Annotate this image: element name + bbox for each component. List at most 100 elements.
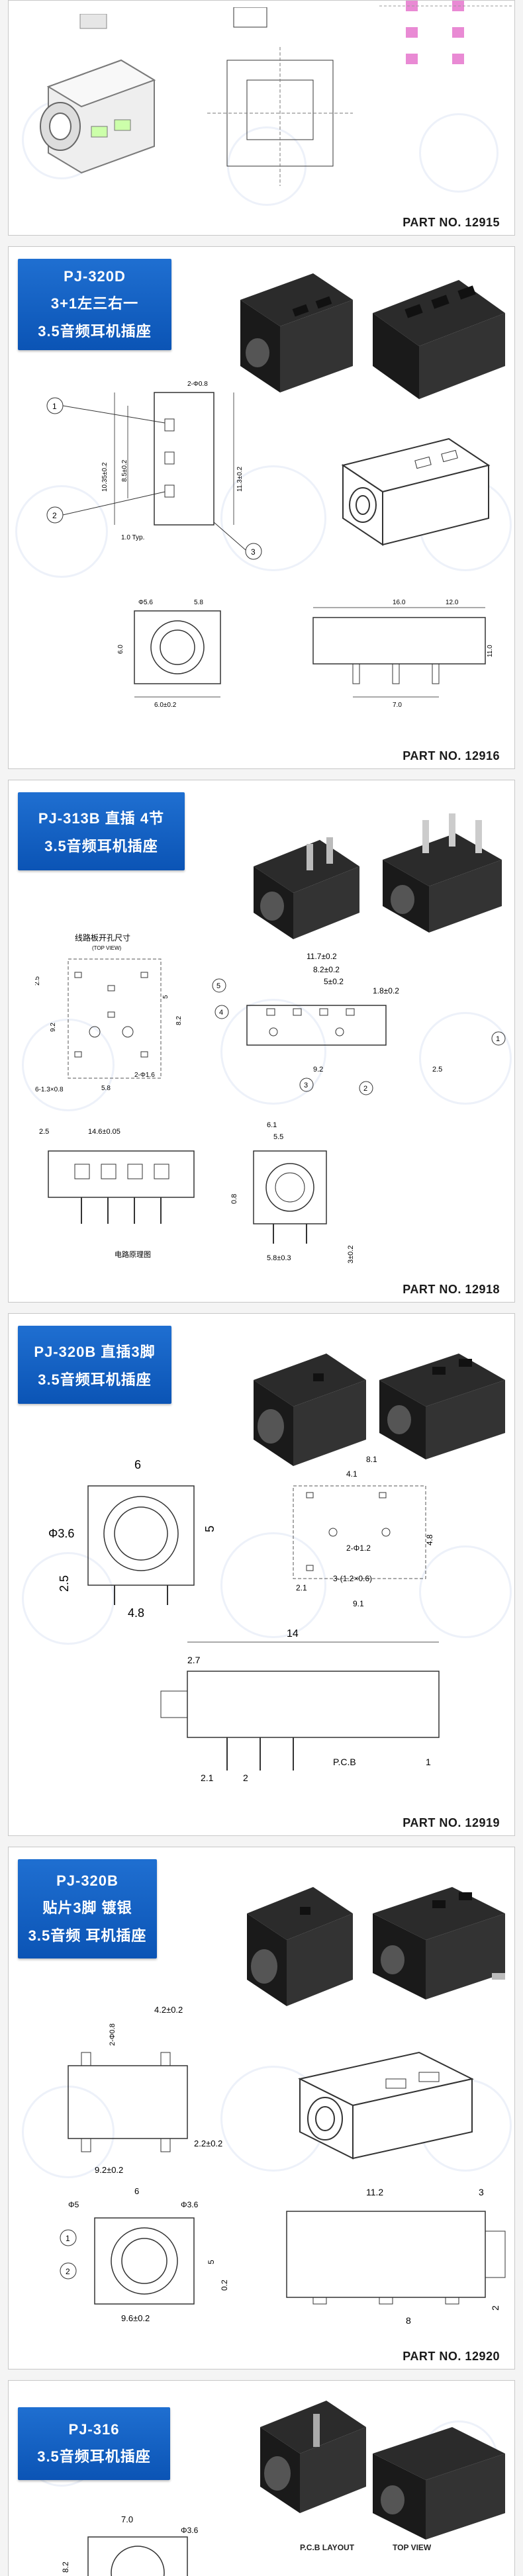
product-photo [254,1354,366,1466]
side-view-drawing: 11.2 3 8 2 [286,2187,506,2326]
dimension-label: 5.8 [194,599,203,606]
dimension-label: 11.7±0.2 [307,952,337,961]
section-12915: PART NO. 12915 [8,0,515,236]
dimension-label: 6.0 [117,645,124,654]
dimension-label: 10.35±0.2 [101,462,109,492]
dimension-label: 9.2 [313,1066,323,1074]
dimension-label: 4.1 [346,1469,357,1479]
title-line: 3.5音频耳机插座 [38,1371,152,1388]
product-photo [40,14,156,174]
dimension-label: 2.5 [35,976,41,986]
watermark-logo [220,465,326,571]
dimension-label: 7.0 [393,702,402,709]
dimension-label: Φ3.6 [48,1527,74,1540]
title-line: PJ-320D [64,268,126,285]
product-drawing-3d [298,2051,474,2160]
pcb-hole-label: 线路板开孔尺寸 [75,933,130,943]
product-photo [379,1354,505,1459]
callout-label: 1 [66,2234,70,2243]
product-title-box: PJ-320B 贴片3脚 镀银 3.5音频 耳机插座 [18,1859,157,1958]
dimension-label: 11.2 [366,2187,383,2197]
dimension-label: 9.1 [353,1599,364,1608]
front-view-drawing: 6 Φ5 Φ3.6 1 2 5 0.2 9.6±0.2 [60,2186,229,2323]
watermark-logo [419,1012,512,1105]
dimension-label: 8.5±0.2 [121,459,128,482]
title-line: PJ-316 [68,2421,120,2438]
callout-label: 1 [52,402,57,411]
product-photo [373,1887,505,2000]
product-photo [254,837,359,939]
dimension-label: 8.1 [366,1455,377,1464]
dimension-label: 2.1 [201,1772,214,1783]
dimension-drawing [207,7,353,186]
callout-label: 2 [66,2267,70,2276]
title-line: PJ-320B [56,1872,119,1889]
dimension-label: 11.3±0.2 [236,466,244,492]
dimension-label: 3±0.2 [347,1246,355,1264]
dimension-label: 11.0 [487,645,494,657]
dimension-label: 1.0 Typ. [121,534,144,541]
top-view-label: TOP VIEW [393,2543,432,2552]
watermark-logo [15,485,108,578]
dimension-label: 5 [207,2260,216,2264]
dimension-label: 2 [243,1772,248,1783]
callout-label: 3 [304,1081,308,1089]
dimension-label: 8 [406,2315,411,2326]
part-number: PART NO. 12918 [403,1283,500,1296]
side-view-drawing: 2.5 14.6±0.05 电路原理图 [39,1128,195,1259]
title-line: PJ-313B 直插 4节 [38,810,165,827]
section-316: PJ-316 3.5音频耳机插座 P.C.B LAYOUT TOP VIEW 7… [8,2380,515,2576]
dimension-label: 4.8 [128,1606,144,1618]
dimension-label: 2-Φ1.6 [134,1072,155,1079]
product-photo [373,2427,505,2540]
dimension-label: 9.2 [50,1023,57,1032]
dimension-label: 2.7 [187,1655,201,1665]
callout-label: 5 [216,982,220,990]
dimension-label: 1 [426,1757,431,1767]
dimension-label: 5.8 [101,1085,111,1092]
watermark-logo [220,1532,326,1638]
watermark-logo [419,113,499,193]
product-photo [373,280,505,399]
dimension-label: 0.8 [230,1194,238,1204]
dimension-label: 6.1 [267,1121,277,1129]
dimension-label: 7.0 [121,2514,133,2524]
dimension-label: 2.5 [432,1066,442,1074]
title-line: 贴片3脚 镀银 [42,1900,132,1916]
dimension-label: 2-Φ0.8 [109,2023,117,2046]
watermark-logo [22,1552,115,1645]
dimension-label: Φ3.6 [181,2200,199,2209]
front-view-drawing: 6.0±0.2 Φ5.6 5.8 6.0 [117,599,221,709]
dimension-label: 3-(1.2×0.6) [333,1574,372,1583]
dimension-label: 0.2 [220,2279,229,2291]
dimension-label: 8.2 [175,1016,183,1025]
pcb-hole-drawing: 线路板开孔尺寸 (TOP VIEW) 2.5 9.2 5 8.2 6-1.3×0… [35,933,183,1093]
dimension-label: 3 [479,2187,484,2197]
top-view-label: (TOP VIEW) [92,945,121,951]
callout-label: 4 [219,1009,223,1017]
side-view-drawing: 14 2.7 2.1 2 P.C.B 1 [160,1628,440,1783]
dimension-label: 2.5 [58,1575,71,1592]
part-number: PART NO. 12920 [403,2350,500,2363]
side-view-drawing: 16.0 12.0 7.0 11.0 [312,599,494,709]
top-view-drawing: 4.2±0.2 2-Φ0.8 2.2±0.2 9.2±0.2 [68,2005,222,2175]
dimension-drawing: 1 2 3 2-Φ0.8 1.0 Typ. 10.35±0.2 8.5±0.2 … [46,381,262,560]
section-12920: PJ-320B 贴片3脚 镀银 3.5音频 耳机插座 [8,1847,515,2369]
dimension-label: 5.5 [273,1133,283,1141]
title-line: 3+1左三右一 [50,295,139,312]
title-line: 3.5音频耳机插座 [44,838,158,854]
dimension-label: 2.5 [39,1128,49,1136]
dimension-label: 1.8±0.2 [373,986,399,995]
dimension-label: P.C.B [333,1757,356,1767]
section-12919: PJ-320B 直插3脚 3.5音频耳机插座 6 Φ3.6 [8,1313,515,1836]
product-photo [247,1887,353,2006]
dimension-label: 14.6±0.05 [88,1128,120,1136]
front-view-drawing: 6.1 5.5 0.8 5.8±0.3 3±0.2 [230,1121,355,1264]
callout-label: 2 [52,511,57,520]
dimension-label: 2-Φ1.2 [346,1543,371,1553]
product-photo [240,273,353,392]
callout-label: 1 [496,1035,500,1043]
dimension-label: 2.2±0.2 [194,2139,222,2148]
watermark-logo [220,999,326,1105]
dimension-label: 5.8±0.3 [267,1254,291,1262]
